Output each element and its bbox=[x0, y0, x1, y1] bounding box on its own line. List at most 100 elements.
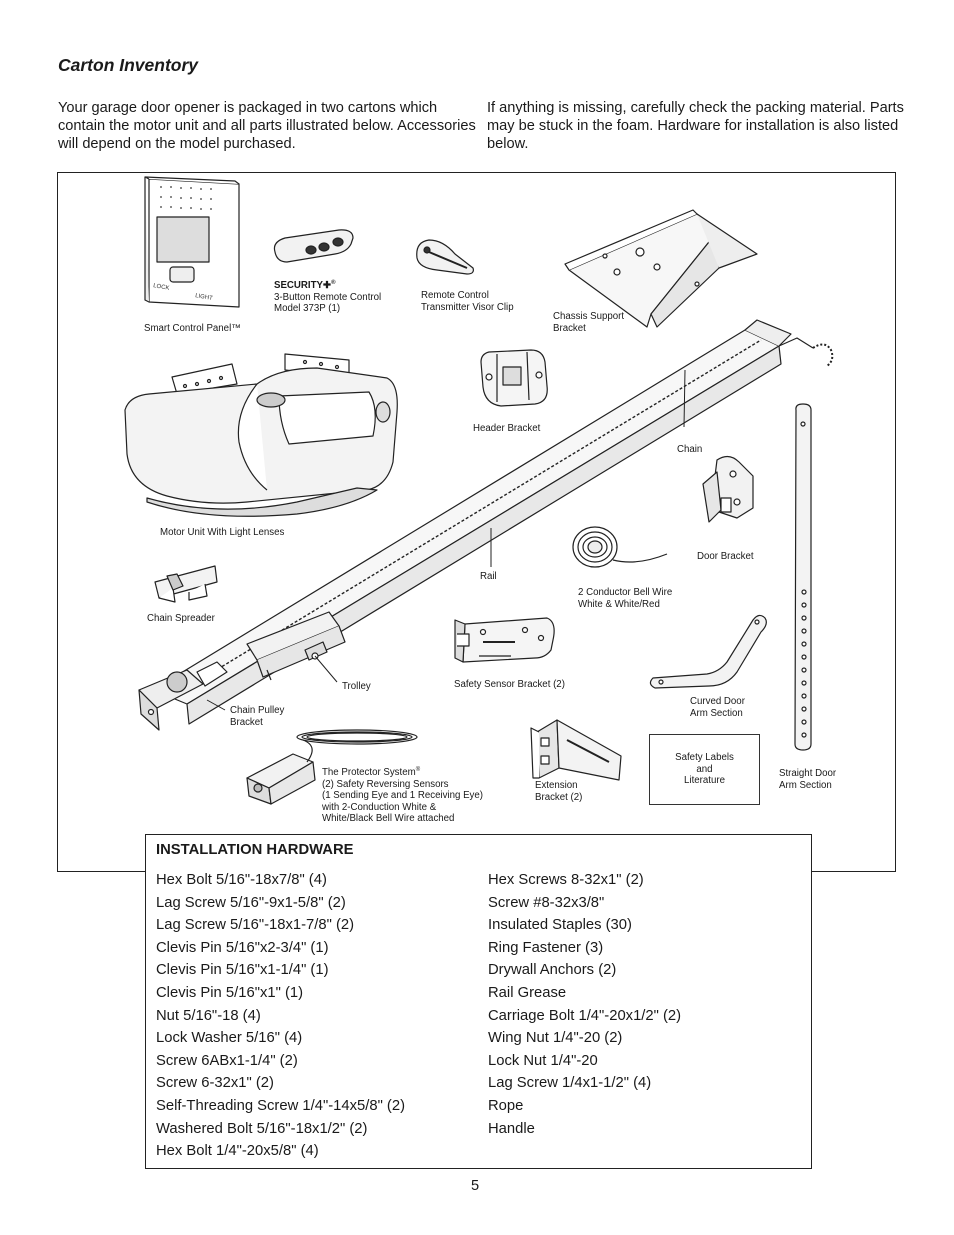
list-item: Ring Fastener (3) bbox=[488, 939, 604, 956]
label-text: 3-Button Remote Control bbox=[274, 291, 382, 303]
label-text: Bracket bbox=[230, 716, 263, 728]
list-item: Handle bbox=[488, 1120, 535, 1137]
label-motor-unit: Motor Unit With Light Lenses bbox=[160, 527, 284, 539]
list-item: Lag Screw 5/16"-9x1-5/8" (2) bbox=[156, 894, 346, 911]
label-text: (1 Sending Eye and 1 Receiving Eye) bbox=[322, 790, 484, 802]
label-text: Chassis Support bbox=[553, 311, 625, 322]
door-bracket-illustration bbox=[702, 455, 754, 523]
label-straight-door-arm: Straight Door Arm Section bbox=[779, 768, 836, 791]
protector-title-text: The Protector System bbox=[322, 767, 416, 779]
curved-door-arm-illustration bbox=[649, 614, 767, 689]
label-text: White/Black Bell Wire attached bbox=[322, 813, 455, 825]
list-item: Screw #8-32x3/8" bbox=[488, 894, 605, 911]
label-rail: Rail bbox=[480, 571, 497, 583]
label-smart-control-panel: Smart Control Panel™ bbox=[144, 323, 241, 335]
label-text: Door Bracket bbox=[697, 551, 754, 562]
list-item: Hex Bolt 1/4"-20x5/8" (4) bbox=[156, 1143, 319, 1160]
safety-labels-box: Safety Labels and Literature bbox=[649, 734, 760, 805]
list-item: Washered Bolt 5/16"-18x1/2" (2) bbox=[156, 1120, 368, 1137]
list-item: Screw 6ABx1-1/4" (2) bbox=[156, 1052, 298, 1069]
label-text: Safety Labels bbox=[675, 752, 734, 764]
list-item: Drywall Anchors (2) bbox=[488, 962, 617, 979]
label-text: Arm Section bbox=[690, 707, 743, 719]
label-text: Literature bbox=[684, 775, 725, 787]
label-text: Model 373P (1) bbox=[274, 303, 341, 315]
label-text: and bbox=[696, 763, 713, 775]
page-title: Carton Inventory bbox=[58, 55, 199, 75]
remote-brand: SECURITY✚® bbox=[274, 278, 381, 292]
list-item: Clevis Pin 5/16"x1-1/4" (1) bbox=[156, 962, 329, 979]
label-text: Safety Sensor Bracket (2) bbox=[454, 679, 565, 690]
list-item: Insulated Staples (30) bbox=[488, 917, 632, 934]
label-visor-clip: Remote Control Transmitter Visor Clip bbox=[421, 290, 514, 313]
list-item: Lock Washer 5/16" (4) bbox=[156, 1030, 303, 1047]
intro-left-text: Your garage door opener is packaged in t… bbox=[58, 100, 476, 152]
intro-paragraph-left: Your garage door opener is packaged in t… bbox=[58, 99, 478, 153]
label-chain-pulley-bracket: Chain Pulley Bracket bbox=[230, 705, 284, 728]
protector-mark: ® bbox=[415, 767, 421, 773]
label-chassis-support-bracket: Chassis Support Bracket bbox=[553, 311, 624, 334]
page-number: 5 bbox=[471, 1178, 480, 1194]
installation-hardware-box: INSTALLATION HARDWARE Hex Bolt 5/16"-18x… bbox=[145, 834, 812, 1169]
hardware-title: INSTALLATION HARDWARE bbox=[156, 842, 354, 858]
list-item: Rope bbox=[488, 1097, 524, 1114]
label-header-bracket: Header Bracket bbox=[473, 423, 540, 435]
hardware-list-right: Hex Screws 8-32x1" (2) Screw #8-32x3/8" … bbox=[488, 869, 681, 1140]
label-text: Header Bracket bbox=[473, 423, 541, 434]
straight-door-arm-illustration bbox=[794, 403, 812, 751]
label-chain-spreader: Chain Spreader bbox=[147, 613, 215, 625]
label-text: Bracket bbox=[553, 322, 586, 334]
list-item: Clevis Pin 5/16"x1" (1) bbox=[156, 984, 304, 1001]
extension-bracket-illustration bbox=[530, 719, 622, 781]
list-item: Rail Grease bbox=[488, 984, 567, 1001]
label-text: White & White/Red bbox=[578, 598, 660, 610]
label-text: Extension bbox=[535, 780, 578, 791]
list-item: Hex Screws 8-32x1" (2) bbox=[488, 872, 644, 888]
safety-sensor-bracket-illustration bbox=[454, 617, 555, 663]
parts-diagram: LOCK LIGHT bbox=[124, 176, 834, 805]
label-bell-wire: 2 Conductor Bell Wire White & White/Red bbox=[578, 587, 672, 610]
intro-right-text: If anything is missing, carefully check … bbox=[487, 100, 904, 152]
chain-illustration bbox=[812, 343, 834, 367]
label-text: (2) Safety Reversing Sensors bbox=[322, 778, 449, 790]
list-item: Clevis Pin 5/16"x2-3/4" (1) bbox=[156, 939, 329, 956]
list-item: Lock Nut 1/4"-20 bbox=[488, 1052, 598, 1069]
label-text: with 2-Conduction White & bbox=[322, 801, 437, 813]
chain-pulley-bracket-illustration bbox=[138, 661, 228, 731]
chassis-support-bracket-illustration bbox=[564, 209, 758, 328]
label-text: Chain bbox=[677, 444, 703, 455]
remote-brand-text: SECURITY✚ bbox=[274, 280, 332, 292]
list-item: Lag Screw 5/16"-18x1-7/8" (2) bbox=[156, 917, 355, 934]
intro-paragraph-right: If anything is missing, carefully check … bbox=[487, 99, 907, 153]
label-trolley: Trolley bbox=[342, 681, 371, 693]
label-text: Trolley bbox=[342, 681, 371, 692]
list-item: Wing Nut 1/4"-20 (2) bbox=[488, 1030, 623, 1047]
list-item: Screw 6-32x1" (2) bbox=[156, 1075, 274, 1092]
label-text: Smart Control Panel™ bbox=[144, 323, 241, 334]
header-bracket-illustration bbox=[480, 349, 548, 407]
label-text: Straight Door bbox=[779, 768, 837, 779]
label-text: Bracket (2) bbox=[535, 791, 583, 803]
list-item: Nut 5/16"-18 (4) bbox=[156, 1007, 261, 1024]
motor-unit-illustration bbox=[124, 353, 398, 517]
label-text: Transmitter Visor Clip bbox=[421, 301, 514, 313]
panel-lock-label: LOCK bbox=[153, 283, 170, 292]
label-text: Remote Control bbox=[421, 290, 489, 301]
protector-system-illustration bbox=[246, 729, 418, 805]
label-text: Chain Spreader bbox=[147, 613, 215, 624]
label-extension-bracket: Extension Bracket (2) bbox=[535, 780, 582, 803]
protector-title: The Protector System® bbox=[322, 765, 483, 779]
list-item: Self-Threading Screw 1/4"-14x5/8" (2) bbox=[156, 1097, 406, 1114]
label-text: Arm Section bbox=[779, 779, 832, 791]
label-chain: Chain bbox=[677, 444, 702, 456]
smart-control-panel-illustration: LOCK LIGHT bbox=[144, 176, 240, 308]
list-item: Lag Screw 1/4x1-1/2" (4) bbox=[488, 1075, 652, 1092]
hardware-list-left: Hex Bolt 5/16"-18x7/8" (4) Lag Screw 5/1… bbox=[156, 869, 405, 1163]
chain-spreader-illustration bbox=[154, 565, 218, 603]
label-text: 2 Conductor Bell Wire bbox=[578, 587, 673, 598]
bell-wire-illustration bbox=[572, 526, 668, 568]
visor-clip-illustration bbox=[416, 239, 474, 275]
remote-brand-mark: ® bbox=[331, 280, 336, 286]
trolley-illustration bbox=[246, 611, 346, 681]
remote-control-illustration bbox=[273, 229, 354, 263]
